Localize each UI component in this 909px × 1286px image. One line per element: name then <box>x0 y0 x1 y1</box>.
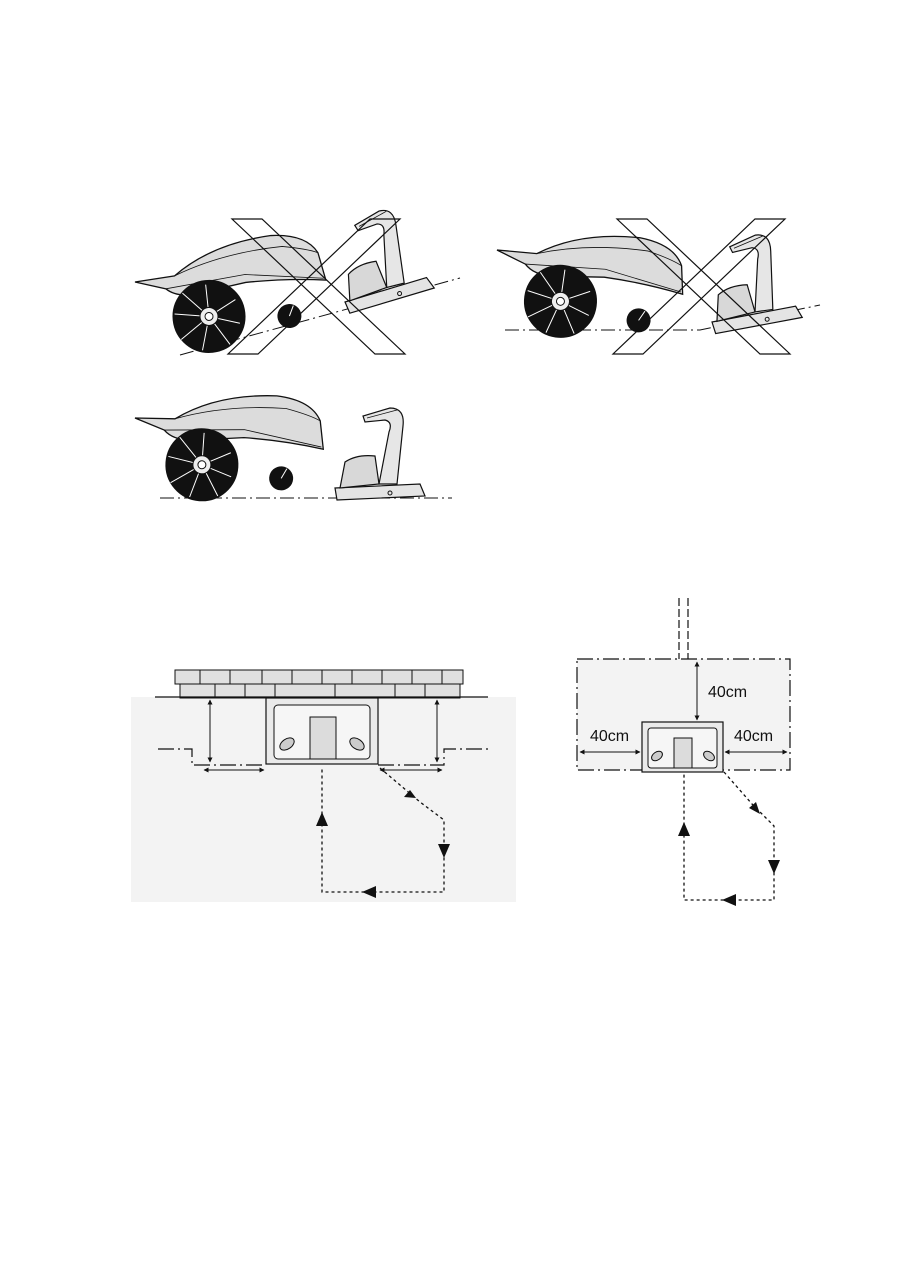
wall-bricks-icon <box>174 669 464 699</box>
figure-correct-flat <box>128 385 452 510</box>
charging-station-top <box>265 697 379 765</box>
dimension-arrow-icon <box>203 699 443 773</box>
x-cross-mark-icon <box>611 218 792 355</box>
dashed-path-arrow-icon <box>683 771 775 901</box>
figure-plan-distances: 40cm 40cm 40cm <box>576 598 791 906</box>
figure-incorrect-upslope <box>131 202 461 361</box>
distance-label-left: 40cm <box>590 728 629 745</box>
x-cross-mark-icon <box>226 218 407 355</box>
dimension-arrow-icon <box>579 661 788 755</box>
distance-label-right: 40cm <box>734 728 773 745</box>
distance-label-top: 40cm <box>708 684 747 701</box>
figure-wall-placement <box>131 669 516 902</box>
charging-station-top-small <box>641 721 724 773</box>
figure-incorrect-downslope <box>485 217 821 355</box>
